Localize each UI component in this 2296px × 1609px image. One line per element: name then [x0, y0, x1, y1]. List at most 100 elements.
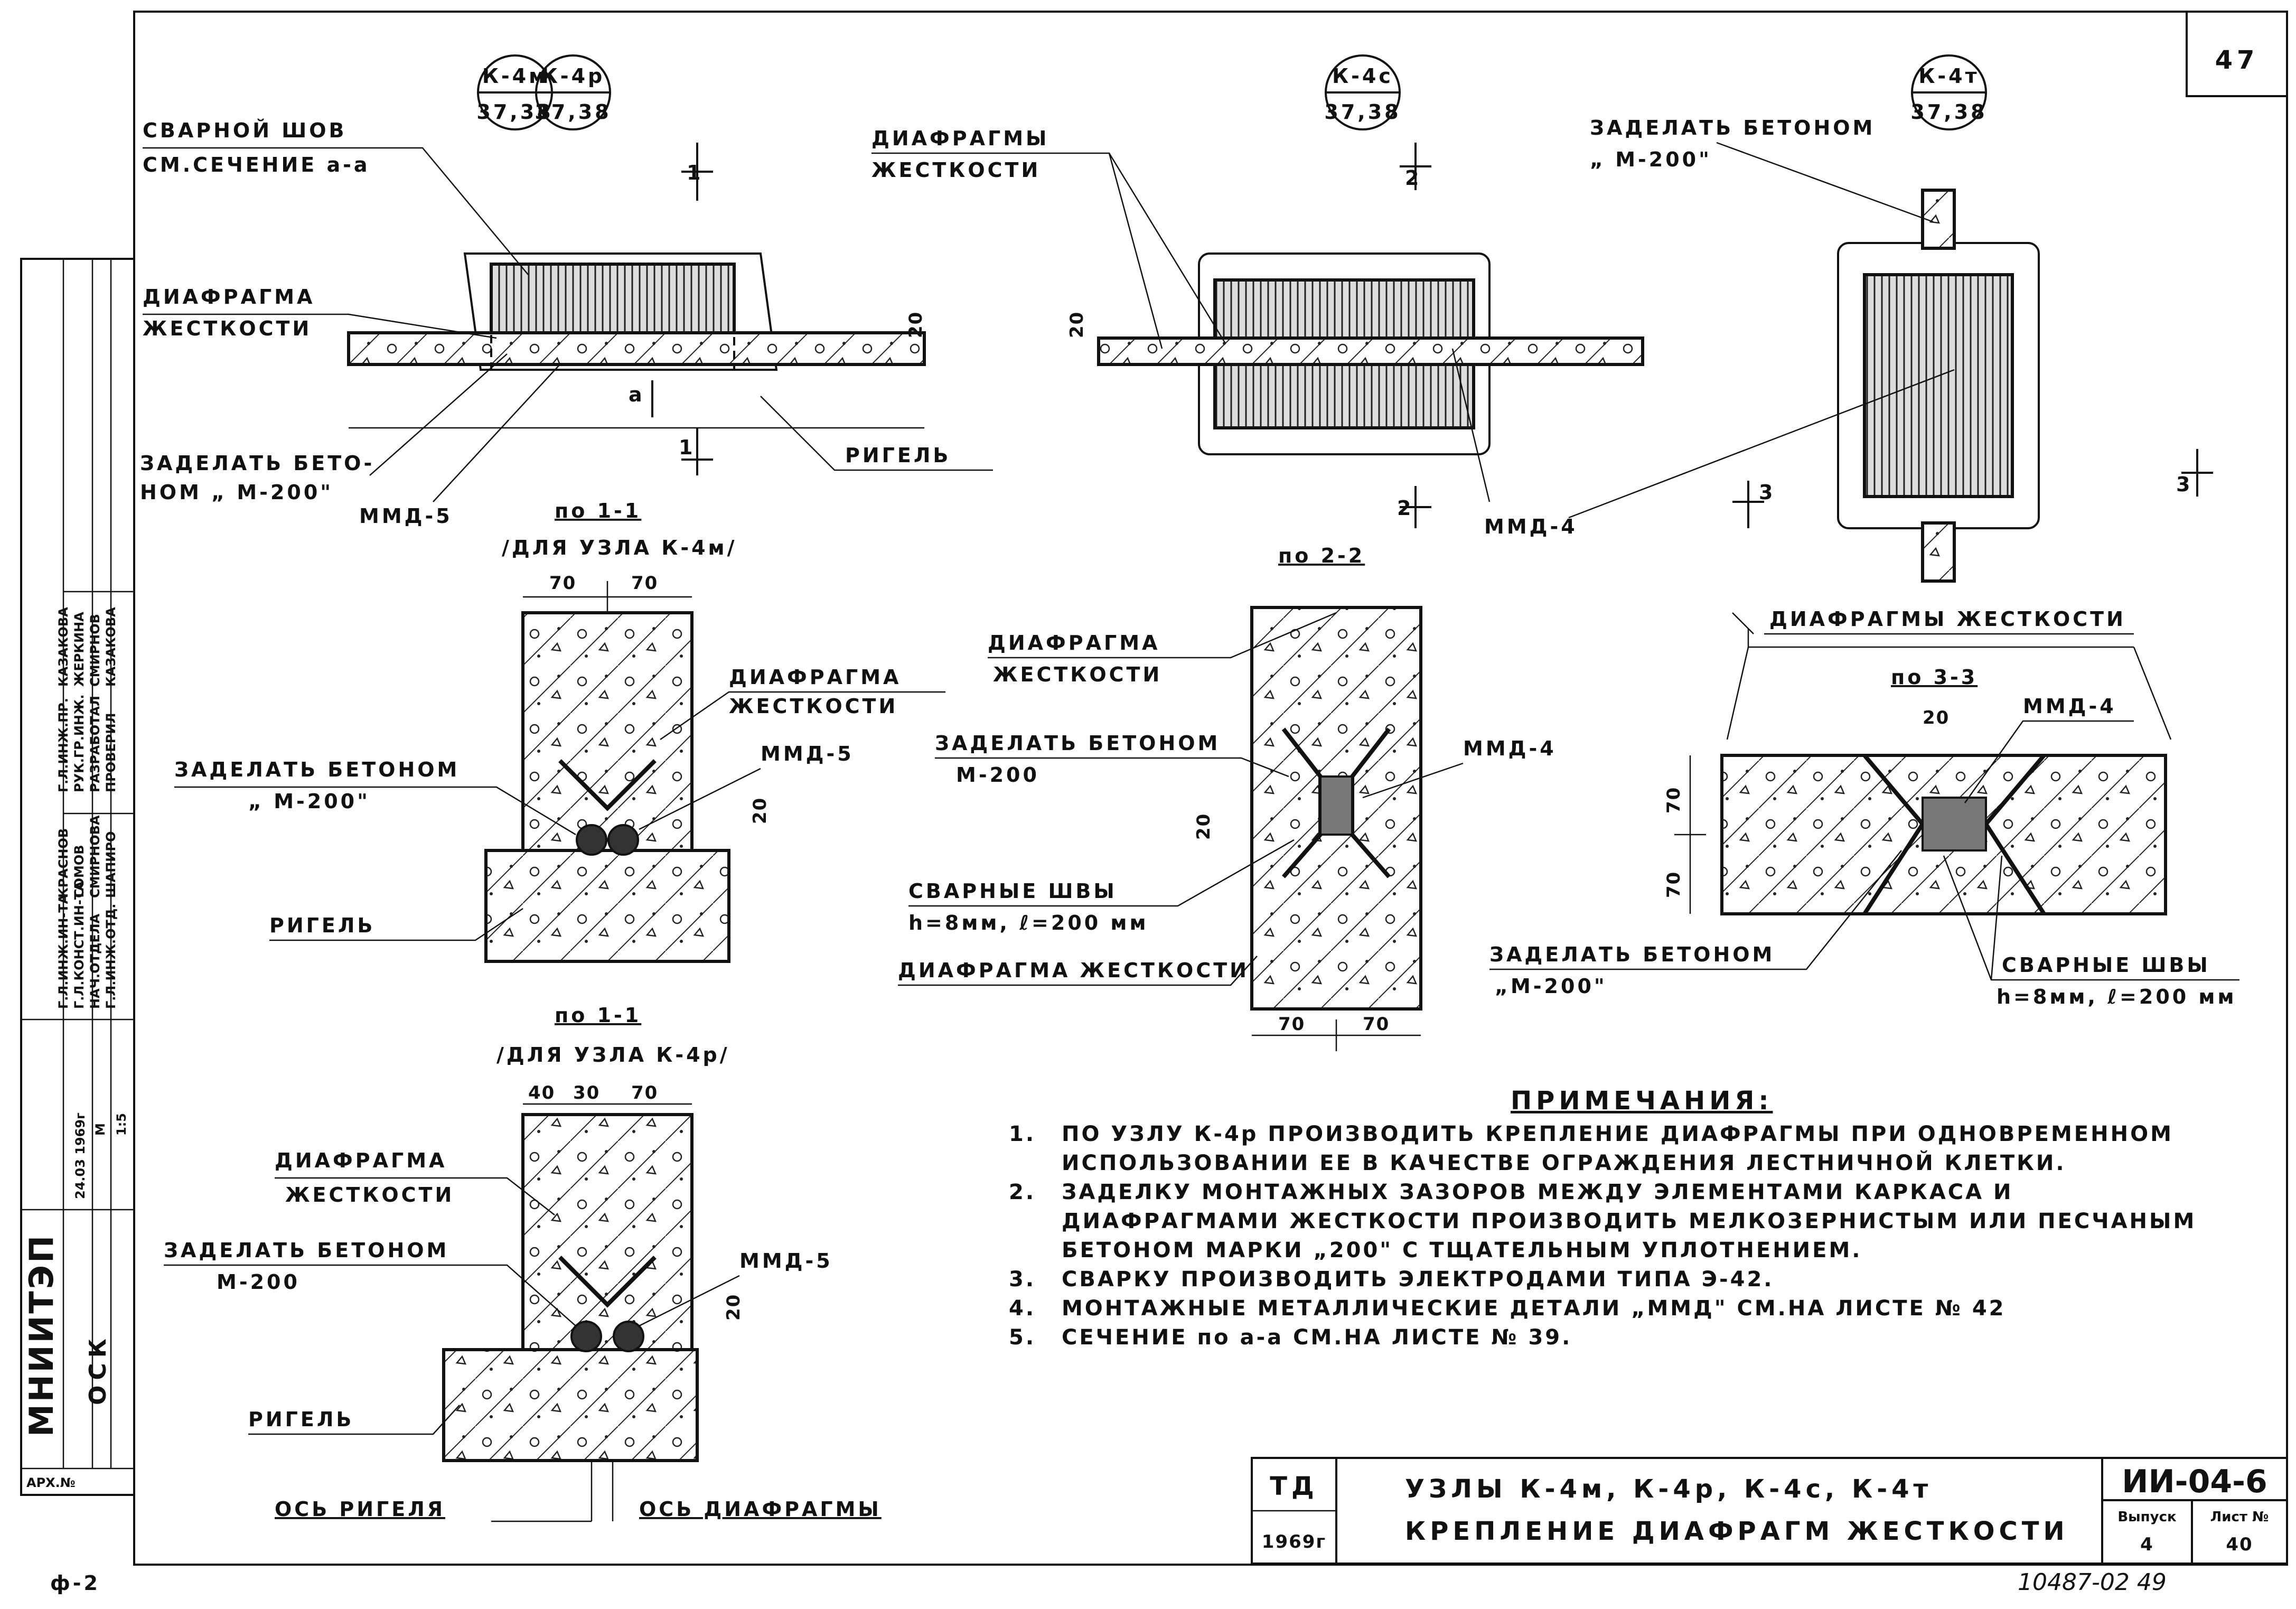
cut-mark-3-left: 3 [1759, 481, 1775, 504]
diaphragm-label-m: ДИАФРАГМА [729, 666, 901, 689]
welds-label-3: СВАРНЫЕ ШВЫ [2002, 953, 2210, 977]
welds-label-2: СВАРНЫЕ ШВЫ [908, 880, 1117, 903]
section-2-2: по 2-2 70 70 20 ДИАФРАГМА ЖЕСТКОСТИ ЗАДЕ… [898, 544, 1557, 1051]
format-mark: ф-2 [50, 1571, 100, 1595]
scale-value: 1:5 [114, 1113, 129, 1136]
stamp-name: СОМОВ [72, 845, 87, 898]
section-1-1-r-title: по 1-1 [555, 1004, 641, 1027]
welds-size-2: h=8мм, ℓ=200 мм [908, 911, 1149, 934]
side-stamp: МНИИТЭП ОСК АРХ.№ 24.03 1969г М 1:5 Г.Л.… [20, 258, 135, 1496]
drawing-year: 1969г [1262, 1531, 1326, 1552]
archive-number-label: АРХ.№ [26, 1475, 76, 1490]
mmd5-label-r: ММД-5 [739, 1249, 833, 1273]
note-text: ЗАДЕЛКУ МОНТАЖНЫХ ЗАЗОРОВ МЕЖДУ ЭЛЕМЕНТА… [1062, 1180, 2013, 1204]
mmd5-label-plan: ММД-5 [359, 504, 453, 528]
plan-k4c: 2 2 20 ДИАФРАГМЫ ЖЕСТКОСТИ [871, 127, 1644, 528]
issue-number: 4 [2140, 1534, 2154, 1555]
dim-30-r: 30 [573, 1082, 600, 1103]
cut-mark-3-right: 3 [2176, 473, 2192, 496]
stamp-name: ШАПИРО [104, 831, 118, 898]
mmd5-label-m: ММД-5 [761, 742, 854, 765]
department-name: ОСК [85, 1333, 111, 1405]
diaphragm-section-r [521, 1113, 694, 1359]
drawing-title-line-1: УЗЛЫ К-4м, К-4р, К-4с, К-4т [1405, 1474, 1932, 1504]
stamp-role: ПРОВЕРИЛ [104, 713, 118, 792]
stamp-name: ЖЕРКИНА [72, 612, 87, 687]
callout-node: К-4м [482, 64, 548, 88]
plan-k4t: 3 3 ЗАДЕЛАТЬ БЕТОНОМ „ М-200" ММД-4 ДИАФ… [1451, 116, 2213, 635]
cut-mark-2-bottom: 2 [1397, 497, 1413, 520]
dim-70-top-3: 70 [1663, 787, 1684, 813]
stamp-role: НАЧ.ОТДЕЛА [88, 913, 102, 1009]
diaphragm-bottom-label-2: ДИАФРАГМА ЖЕСТКОСТИ [898, 959, 1249, 982]
diaphragm-wall [347, 331, 926, 366]
section-mark-a: а [629, 383, 645, 406]
rigel-label-m: РИГЕЛЬ [269, 914, 375, 937]
dim-70-right-m: 70 [631, 573, 658, 594]
callout-sheets: 37,38 [1324, 100, 1401, 124]
mmd4-label-3: ММД-4 [2023, 695, 2116, 718]
page-number: 47 [2215, 45, 2259, 75]
plan-k4m-k4r: 1 1 а 20 СВАРНОЙ ШОВ СМ.СЕЧЕНИЕ а-а ДИАФ… [140, 119, 993, 528]
section-1-1-r-subtitle: /ДЛЯ УЗЛА К-4р/ [496, 1043, 730, 1067]
embed-label-2-2: М-200 [956, 763, 1039, 787]
callout-sheets: 37,38 [535, 100, 611, 124]
note-text: БЕТОНОМ МАРКИ „200" С ТЩАТЕЛЬНЫМ УПЛОТНЕ… [1062, 1238, 1862, 1262]
dim-20-section-2: 20 [1193, 813, 1214, 840]
embed-label-r: ЗАДЕЛАТЬ БЕТОНОМ [164, 1239, 449, 1262]
stamp-name: КРАСНОВ [56, 828, 71, 898]
diaphragm-label-2-2: ЖЕСТКОСТИ [993, 663, 1162, 686]
section-1-1-k4r: по 1-1 /ДЛЯ УЗЛА К-4р/ 40 30 70 20 ДИАФР… [164, 1004, 882, 1522]
embedded-plate-k4t [1863, 273, 2014, 498]
drawing-title-line-2: КРЕПЛЕНИЕ ДИАФРАГМ ЖЕСТКОСТИ [1405, 1517, 2069, 1546]
note-text: ИСПОЛЬЗОВАНИИ ЕЕ В КАЧЕСТВЕ ОГРАЖДЕНИЯ Л… [1062, 1150, 2066, 1175]
section-1-1-m-subtitle: /ДЛЯ УЗЛА К-4м/ [502, 536, 737, 559]
sheet-number: 40 [2226, 1534, 2253, 1555]
dim-70-bottom-3: 70 [1663, 871, 1684, 898]
stamp-role: РУК.ГР.ИНЖ. [72, 695, 87, 793]
dim-20-plan: 20 [905, 311, 926, 338]
section-3-3-title: по 3-3 [1891, 666, 1978, 689]
axis-rigel-label: ОСЬ РИГЕЛЯ [275, 1498, 445, 1521]
diaphragms-label: ДИАФРАГМЫ [871, 127, 1049, 150]
embedded-plate [490, 263, 736, 334]
embed-label-k4t: ЗАДЕЛАТЬ БЕТОНОМ [1590, 116, 1875, 139]
diaphragm-label-plan-2: ЖЕСТКОСТИ [143, 317, 312, 340]
callout-sheets: 37,38 [1910, 100, 1987, 124]
dim-70-left-m: 70 [549, 573, 576, 594]
note-number: 4. [1009, 1296, 1036, 1321]
cut-mark-1-bottom: 1 [679, 436, 695, 459]
cut-mark-2-top: 2 [1405, 166, 1421, 190]
stamp-role: Г.Л.ИНЖ.ОТД. [104, 904, 118, 1009]
rigel-section-r [442, 1348, 699, 1462]
rigel-section-m [484, 849, 730, 963]
diaphragm-section-m [521, 611, 694, 857]
stamp-date: 24.03 1969г [73, 1112, 88, 1199]
dim-20-r: 20 [723, 1294, 744, 1321]
diaphragm-label-m-2: ЖЕСТКОСТИ [729, 695, 898, 718]
embed-label-3: ЗАДЕЛАТЬ БЕТОНОМ [1489, 943, 1775, 966]
note-text: СВАРКУ ПРОИЗВОДИТЬ ЭЛЕКТРОДАМИ ТИПА Э-42… [1062, 1267, 1774, 1292]
embed-label-m-2: „ М-200" [248, 790, 370, 813]
embed-label-m: ЗАДЕЛАТЬ БЕТОНОМ [174, 758, 460, 781]
diaphragms-label-k4t: ДИАФРАГМЫ ЖЕСТКОСТИ [1769, 607, 2126, 631]
diaphragm-wall-k4t-top [1921, 189, 1956, 250]
diaphragm-label-r-2: ЖЕСТКОСТИ [285, 1183, 454, 1206]
cut-mark-1-top: 1 [687, 161, 703, 184]
stamp-role: Г.Л.ИНЖ.ИН-ТА [56, 894, 71, 1009]
mmd4-label-2: ММД-4 [1463, 737, 1557, 760]
note-text: СЕЧЕНИЕ по а-а СМ.НА ЛИСТЕ № 39. [1062, 1325, 1572, 1350]
note-text: ПО УЗЛУ К-4р ПРОИЗВОДИТЬ КРЕПЛЕНИЕ ДИАФР… [1062, 1122, 2173, 1146]
dim-20-k4c: 20 [1066, 311, 1088, 338]
dim-20-section-3: 20 [1923, 707, 1950, 728]
mmd4-label-plan: ММД-4 [1484, 515, 1578, 538]
title-block: ТД 1969г УЗЛЫ К-4м, К-4р, К-4с, К-4т КРЕ… [1251, 1457, 2288, 1565]
notes-block: ПРИМЕЧАНИЯ: 1.ПО УЗЛУ К-4р ПРОИЗВОДИТЬ К… [1009, 1086, 2194, 1350]
issue-label: Выпуск [2117, 1509, 2177, 1525]
axis-diaphragm-label: ОСЬ ДИАФРАГМЫ [639, 1498, 882, 1521]
dim-70-left-2: 70 [1278, 1014, 1305, 1035]
callout-node: К-4т [1918, 64, 1979, 88]
